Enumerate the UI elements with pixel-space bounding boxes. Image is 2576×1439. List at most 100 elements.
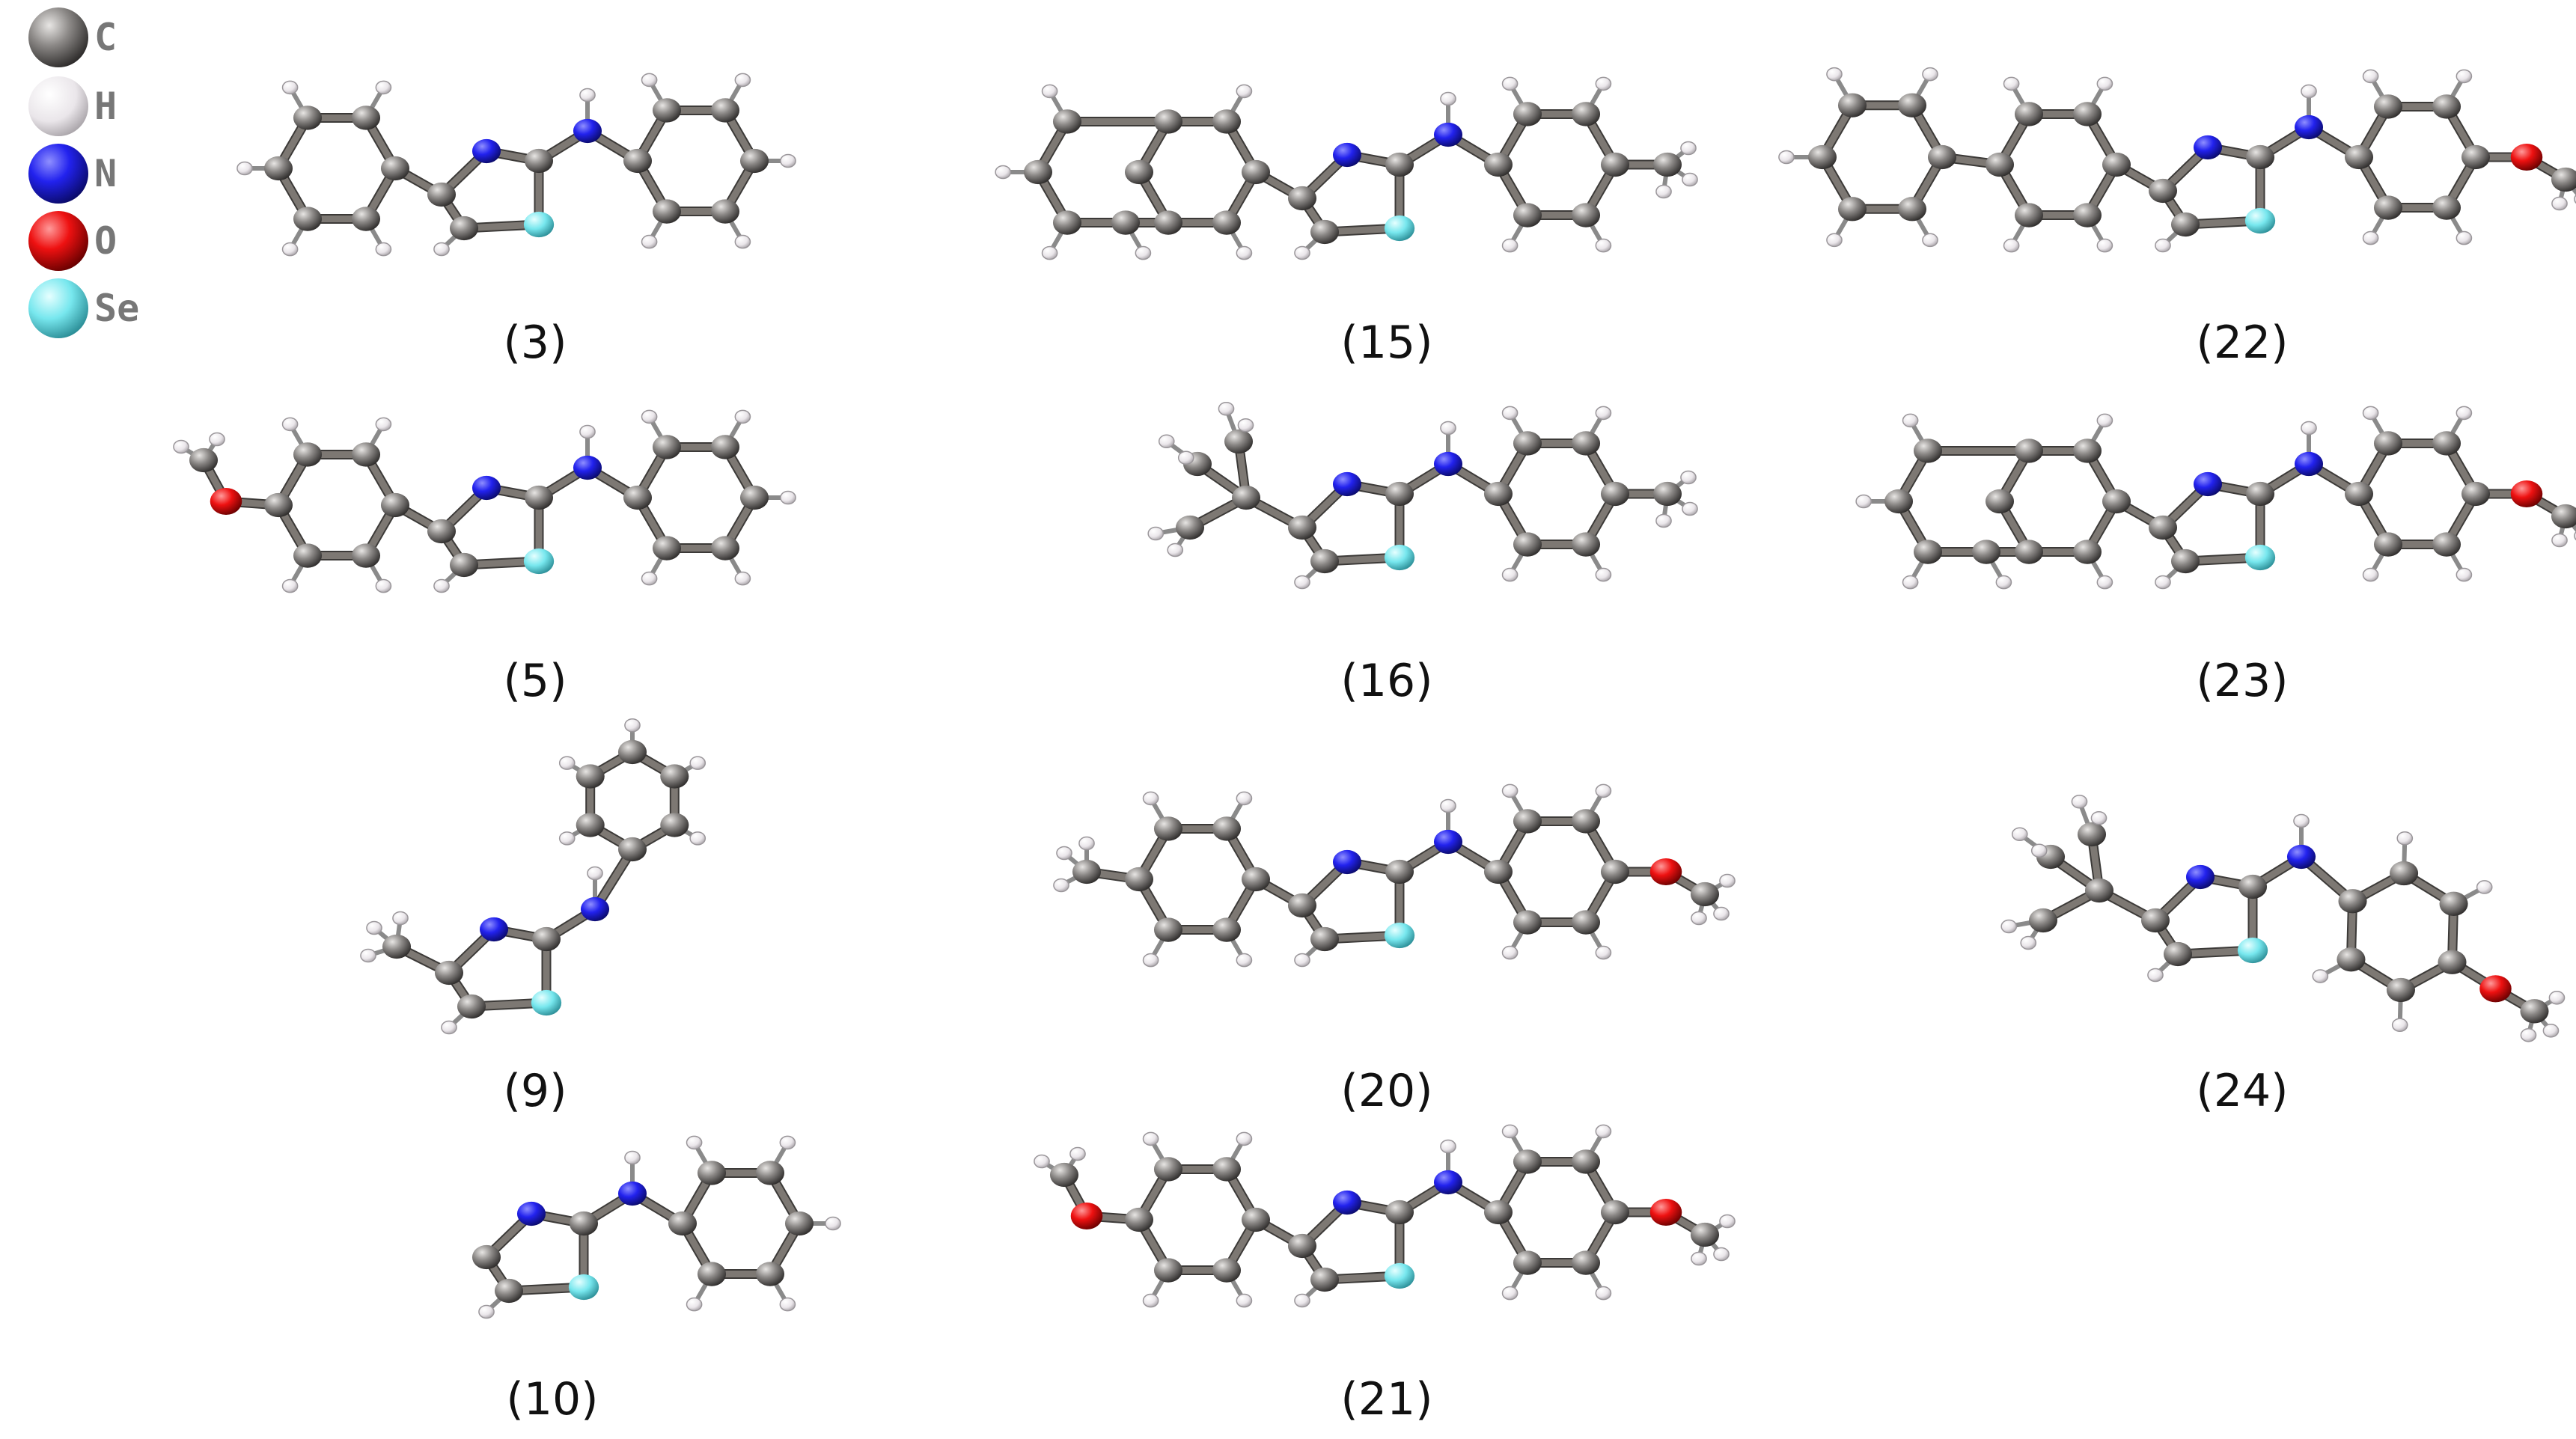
atom-h bbox=[780, 490, 796, 505]
atom-h bbox=[281, 80, 299, 95]
atom-h bbox=[1826, 67, 1843, 82]
atom-h bbox=[2574, 194, 2576, 204]
atom-c bbox=[1153, 917, 1183, 942]
atom-h bbox=[1595, 945, 1612, 960]
atom-h bbox=[1237, 418, 1254, 433]
atom-h bbox=[734, 409, 751, 424]
atom-h bbox=[1236, 953, 1253, 968]
atom-c bbox=[1884, 489, 1914, 514]
atom-c bbox=[1571, 532, 1601, 557]
compound-label: (23) bbox=[2196, 655, 2288, 707]
atom-n bbox=[479, 917, 509, 942]
atom-h bbox=[2090, 810, 2108, 825]
atom-h bbox=[2551, 533, 2568, 548]
atom-c bbox=[652, 536, 682, 560]
atom-h bbox=[2551, 196, 2568, 211]
atom-c bbox=[1652, 481, 1682, 507]
atom-h bbox=[587, 866, 603, 881]
atom-c bbox=[2438, 950, 2467, 974]
atom-h bbox=[2020, 935, 2037, 950]
atom-h bbox=[1995, 575, 2012, 590]
atom-c bbox=[1600, 481, 1630, 507]
atom-h bbox=[734, 571, 751, 586]
atom-o bbox=[2510, 143, 2543, 171]
atom-c bbox=[351, 543, 381, 568]
atom-h bbox=[236, 161, 253, 176]
atom-h bbox=[2456, 69, 2473, 84]
atom-h bbox=[1177, 450, 1194, 465]
atom-c bbox=[1072, 859, 1102, 885]
atom-c bbox=[1124, 159, 1154, 185]
atom-c bbox=[2373, 94, 2403, 119]
atom-c bbox=[2461, 481, 2491, 507]
molecule-5: (5) bbox=[173, 409, 796, 707]
atom-c bbox=[1600, 1200, 1630, 1225]
compound-label: (24) bbox=[2196, 1065, 2288, 1117]
atom-sphere-n bbox=[28, 144, 88, 204]
atom-c bbox=[1600, 152, 1630, 177]
atom-h bbox=[1855, 494, 1873, 509]
atom-se bbox=[1384, 215, 1415, 242]
atom-c bbox=[1310, 549, 1340, 574]
atom-h bbox=[2071, 794, 2088, 809]
molecule-24: (24) bbox=[2000, 794, 2566, 1117]
atom-h bbox=[1147, 526, 1165, 541]
atom-c bbox=[2072, 540, 2102, 564]
atom-h bbox=[1595, 567, 1612, 582]
atom-o bbox=[1649, 858, 1682, 886]
atom-c bbox=[1153, 1258, 1183, 1283]
atom-h bbox=[2396, 831, 2414, 846]
atom-c bbox=[1971, 540, 2001, 564]
atom-h bbox=[2542, 1024, 2560, 1038]
atom-c bbox=[1052, 210, 1082, 235]
atom-c bbox=[1897, 197, 1927, 221]
atom-c bbox=[1837, 93, 1867, 117]
atom-h bbox=[1294, 245, 1310, 260]
atom-h bbox=[779, 1135, 796, 1150]
atom-se bbox=[1384, 544, 1415, 571]
atom-h bbox=[1041, 245, 1058, 260]
atom-c bbox=[351, 207, 381, 231]
atom-se bbox=[523, 548, 555, 575]
atom-h bbox=[734, 73, 751, 88]
compound-label: (5) bbox=[504, 655, 567, 707]
atom-c bbox=[652, 199, 682, 224]
bonds bbox=[366, 723, 701, 1030]
atom-c bbox=[494, 1278, 524, 1304]
atom-c bbox=[457, 994, 486, 1019]
atom-c bbox=[1483, 481, 1513, 507]
atom-h bbox=[579, 424, 596, 439]
atom-c bbox=[1212, 917, 1242, 942]
atom-c bbox=[1049, 1162, 1079, 1188]
atom-h bbox=[2520, 1028, 2537, 1042]
atom-c bbox=[1241, 867, 1271, 892]
atom-h bbox=[1078, 836, 1095, 851]
atom-h bbox=[360, 948, 376, 963]
molecule-22: (22) bbox=[1778, 67, 2576, 369]
atom-n bbox=[573, 118, 602, 144]
molecule-20: (20) bbox=[1053, 783, 1736, 1117]
atom-c bbox=[1287, 515, 1317, 540]
atom-c bbox=[2072, 203, 2102, 227]
atom-c bbox=[2163, 941, 2193, 967]
atom-c bbox=[427, 182, 457, 207]
atom-n bbox=[516, 1201, 546, 1226]
atoms bbox=[236, 73, 796, 257]
atom-h bbox=[2391, 1018, 2408, 1033]
atom-c bbox=[697, 1161, 727, 1185]
atom-h bbox=[1236, 1131, 1253, 1146]
atom-c bbox=[2028, 908, 2058, 933]
atom-h bbox=[2155, 238, 2171, 253]
atom-h bbox=[1236, 791, 1253, 806]
atom-h bbox=[1501, 1286, 1519, 1301]
atom-h bbox=[441, 1020, 457, 1035]
atom-c bbox=[2373, 195, 2403, 220]
atom-h bbox=[1680, 141, 1697, 156]
atom-c bbox=[2390, 861, 2419, 886]
atom-c bbox=[2551, 504, 2576, 529]
atoms bbox=[471, 1135, 841, 1319]
atom-h bbox=[1167, 543, 1184, 557]
atom-se bbox=[2244, 544, 2276, 571]
atom-h bbox=[2456, 230, 2473, 245]
atom-h bbox=[579, 88, 596, 103]
